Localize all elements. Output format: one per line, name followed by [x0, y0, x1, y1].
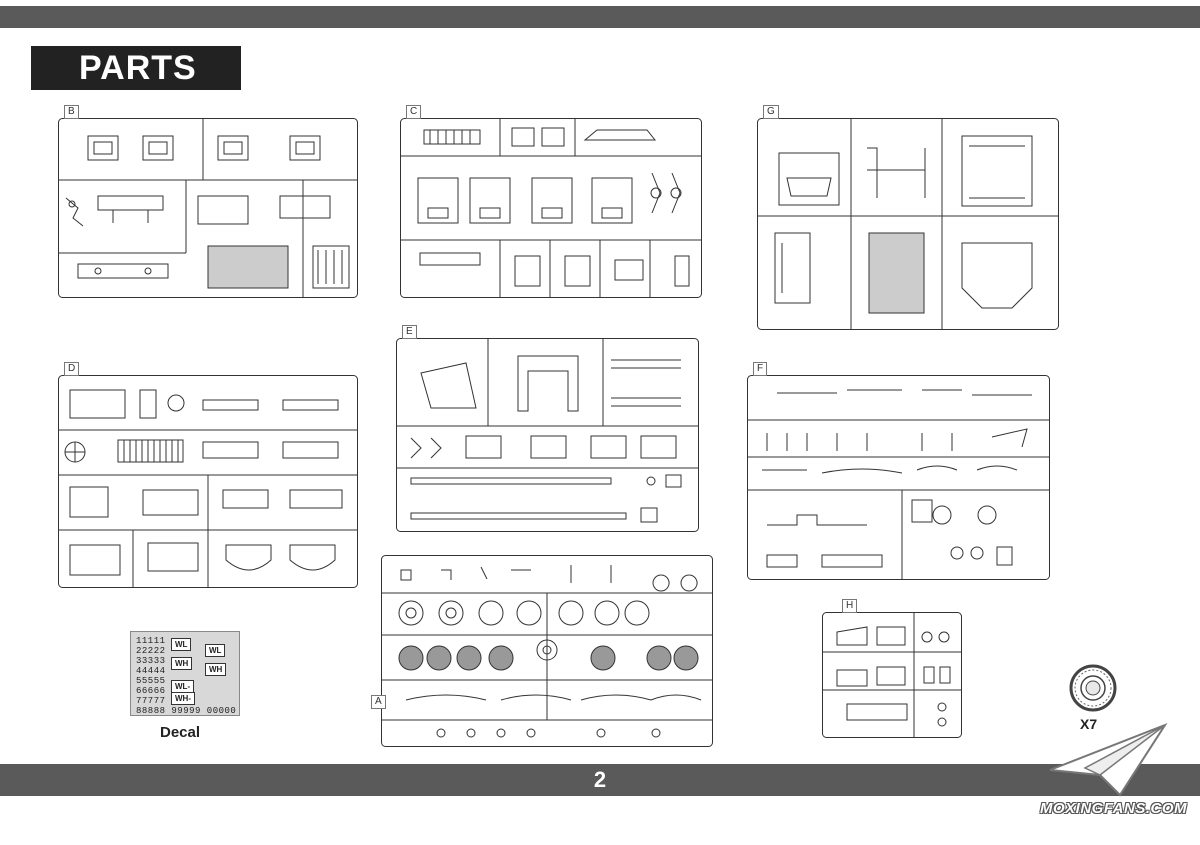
- sprue-h-label: H: [842, 599, 858, 613]
- sprue-d-label: D: [64, 362, 80, 376]
- sprue-f: F: [747, 362, 1050, 580]
- decal-tag: WL: [205, 644, 226, 657]
- decal-row: 11111: [136, 636, 166, 646]
- decal-row: 44444: [136, 666, 166, 676]
- tire-icon: [1068, 663, 1118, 718]
- decal-sheet: 11111 22222 33333 44444 55555 66666 7777…: [130, 631, 240, 716]
- page-number: 2: [0, 764, 1200, 796]
- page-title: PARTS: [31, 46, 241, 90]
- sprue-a-label: A: [371, 695, 386, 709]
- top-bar: [0, 6, 1200, 28]
- decal-row: 22222: [136, 646, 166, 656]
- sprue-d: D: [58, 362, 358, 588]
- sprue-f-label: F: [753, 362, 768, 376]
- sprue-a: A: [371, 555, 713, 747]
- decal-row: 55555: [136, 676, 166, 686]
- decal-tag: WL-: [171, 680, 195, 693]
- sprue-b-label: B: [64, 105, 79, 119]
- sprue-c: C: [400, 105, 702, 298]
- watermark-text: MOXINGFANS.COM: [1040, 800, 1188, 817]
- decal-row: 88888 99999 00000: [136, 706, 237, 716]
- decal-row: 66666: [136, 686, 166, 696]
- decal-caption: Decal: [160, 724, 201, 741]
- sprue-g-label: G: [763, 105, 779, 119]
- decal-row: 77777: [136, 696, 166, 706]
- sprue-h: H: [822, 599, 962, 738]
- sprue-g: G: [757, 105, 1059, 330]
- sprue-e-label: E: [402, 325, 417, 339]
- decal-row: 33333: [136, 656, 166, 666]
- decal-tag: WH-: [171, 692, 195, 705]
- sprue-e: E: [396, 325, 699, 532]
- decal-tag: WL: [171, 638, 192, 651]
- tire-caption: X7: [1080, 716, 1098, 732]
- paper-plane-watermark-icon: [1040, 720, 1170, 805]
- decal-tag: WH: [205, 663, 227, 676]
- sprue-b: B: [58, 105, 358, 298]
- sprue-c-label: C: [406, 105, 422, 119]
- decal-tag: WH: [171, 657, 193, 670]
